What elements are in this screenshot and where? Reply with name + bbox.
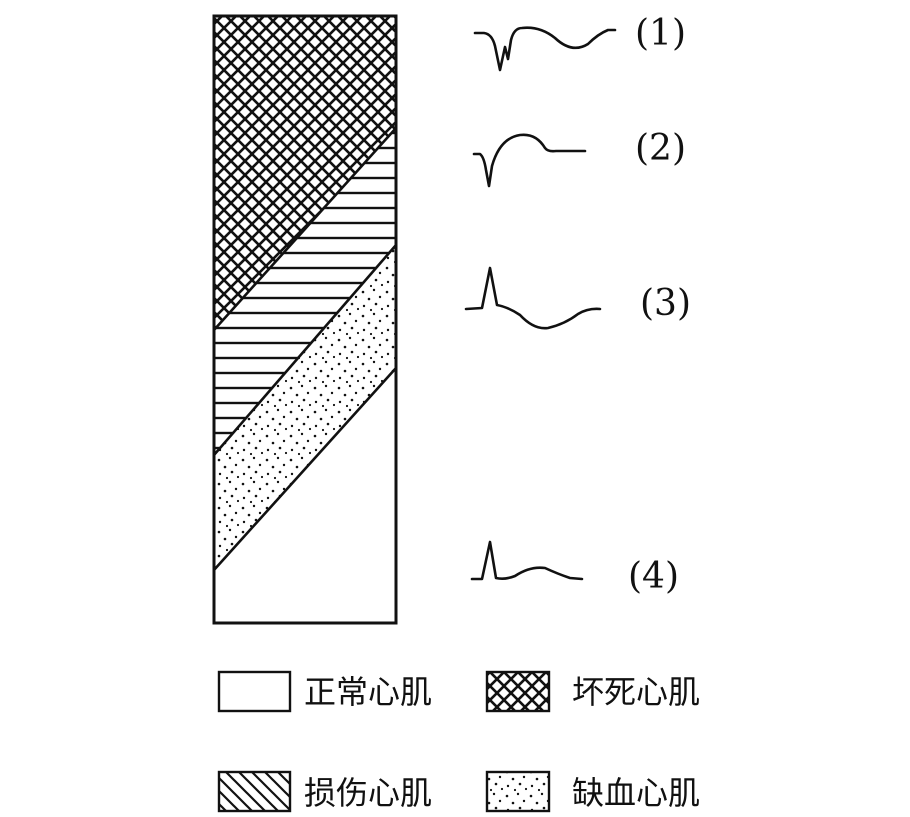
boundary-injured-ischemic: [213, 244, 397, 456]
zone-ischemic: [214, 245, 396, 570]
zone-necrotic-fill: [214, 16, 396, 330]
legend-item-injured: 损伤心肌: [217, 770, 432, 813]
legend-label-ischemic: 缺血心肌: [572, 774, 700, 812]
waveform-2: (2): [472, 128, 686, 188]
zone-injured: [214, 128, 396, 455]
legend-label-injured: 损伤心肌: [304, 774, 432, 812]
legend-label-normal: 正常心肌: [304, 673, 432, 711]
legend-label-necrotic: 坏死心肌: [572, 673, 700, 711]
waveform-label-3: (3): [640, 283, 691, 324]
waveform-1: (1): [473, 13, 686, 72]
zone-normal: [214, 368, 396, 623]
column-outline: [212, 14, 398, 625]
boundary-necrotic-injured: [213, 127, 397, 331]
legend-swatch-dots: [485, 770, 551, 813]
legend-swatch-crosshatch: [485, 670, 551, 713]
legend-item-normal: 正常心肌: [217, 670, 432, 713]
waveform-label-1: (1): [635, 13, 686, 54]
waveform-4: (4): [470, 540, 679, 597]
waveform-3: (3): [464, 266, 691, 330]
legend-item-ischemic: 缺血心肌: [485, 770, 700, 813]
legend: 正常心肌 坏死心肌 损伤心肌 缺血心肌: [217, 670, 700, 813]
waveform-label-4: (4): [628, 556, 679, 597]
legend-swatch-blank: [217, 670, 292, 713]
waveform-label-2: (2): [635, 128, 686, 169]
boundary-ischemic-normal: [213, 367, 397, 571]
legend-swatch-stripes: [217, 770, 292, 813]
legend-item-necrotic: 坏死心肌: [485, 670, 700, 713]
myocardium-column: [212, 14, 398, 625]
